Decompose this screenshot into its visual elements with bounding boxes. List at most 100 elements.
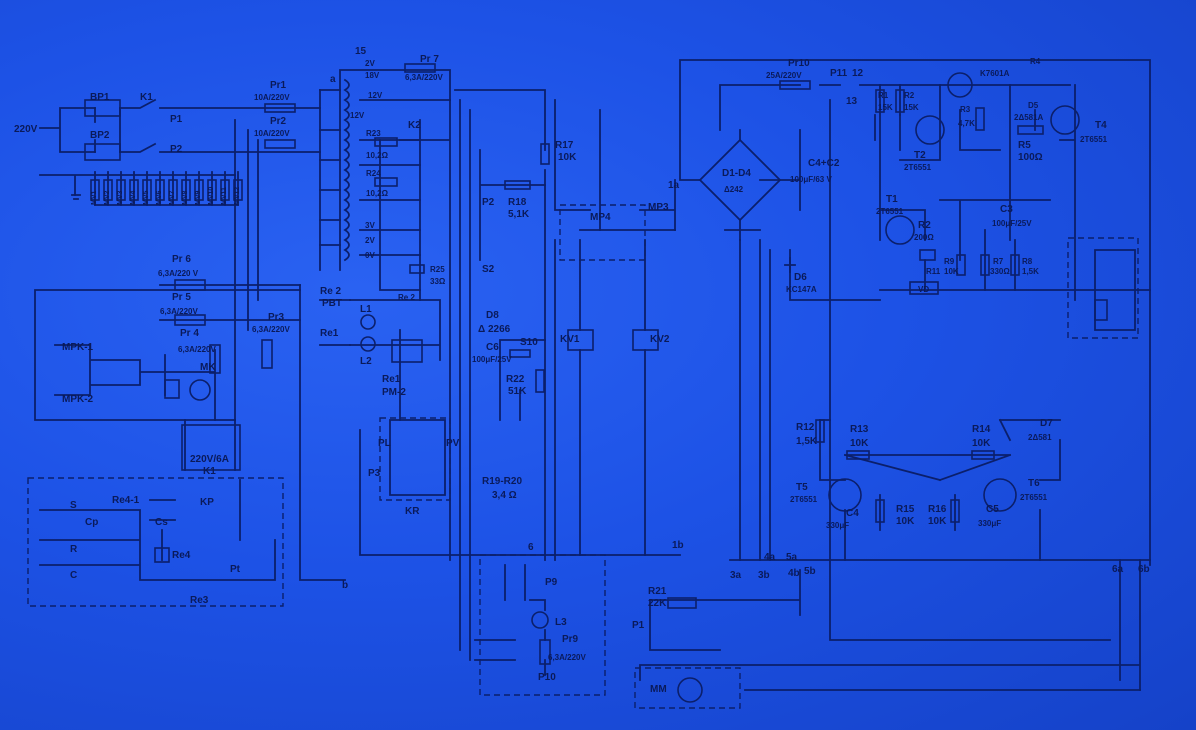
r13-resistor	[846, 450, 870, 460]
r14-value: 10K	[972, 438, 991, 449]
r3-value: 4,7K	[958, 119, 975, 128]
mv3-label: MV3	[117, 191, 124, 206]
k1-breaker-box	[181, 424, 241, 471]
pr9-fuse	[539, 639, 551, 665]
s10-label: S10	[520, 337, 538, 348]
relay-block	[1067, 237, 1139, 339]
re4-label: Re4	[172, 550, 191, 561]
pr7-label: Pr 7	[420, 54, 439, 65]
node-6: 6	[528, 542, 534, 553]
wires	[34, 59, 1151, 691]
relay-coil	[1094, 299, 1108, 321]
r14-label: R14	[972, 424, 991, 435]
d7-value: 2Δ581	[1028, 433, 1052, 442]
k2-label: K2	[408, 120, 421, 131]
mains-voltage-label: 220V	[14, 124, 38, 135]
pr5-label: Pr 5	[172, 292, 191, 303]
t2-label: T2	[914, 150, 926, 161]
node-5a: 5a	[786, 552, 798, 563]
c6-value: 100μF/25V	[472, 355, 512, 364]
re2b-label: Re 2	[398, 293, 415, 302]
vd-element	[909, 281, 939, 295]
tap-12v-a: 12V	[368, 91, 383, 100]
transformer-winding	[343, 78, 350, 262]
pr6-label: Pr 6	[172, 254, 191, 265]
t1-value: 2T6551	[876, 207, 904, 216]
c6-capacitor	[509, 349, 531, 358]
mk-relay-coil	[164, 379, 180, 399]
r21-label: R21	[648, 586, 667, 597]
p9-label: P9	[545, 577, 558, 588]
mv2-label: MV2	[104, 191, 111, 206]
tap-12v-b: 12V	[350, 111, 365, 120]
r25-resistor	[409, 264, 425, 274]
r12-resistor	[815, 419, 825, 443]
kp-block	[27, 477, 284, 607]
r8-resistor	[1010, 254, 1020, 276]
r22-resistor	[535, 369, 545, 393]
r12-value: 1,5K	[796, 436, 818, 447]
p1-label: P1	[170, 114, 183, 125]
r2b-value: 200Ω	[914, 233, 934, 242]
node-1b: 1b	[672, 540, 684, 551]
kr-block	[379, 417, 451, 501]
r18-resistor	[504, 180, 531, 190]
l1-lamp	[360, 314, 376, 330]
r11-potentiometer	[919, 249, 936, 261]
pr5-value: 6,3A/220V	[160, 307, 198, 316]
t6-label: T6	[1028, 478, 1040, 489]
r22-label: R22	[506, 374, 525, 385]
r17-value: 10K	[558, 152, 577, 163]
l2-lamp	[360, 336, 376, 352]
c3-label: C3	[1000, 204, 1013, 215]
p3-label: P3	[368, 468, 381, 479]
pr2-fuse	[264, 139, 296, 149]
vd-label: VD	[918, 285, 929, 294]
r22-value: 51K	[508, 386, 527, 397]
r4-value: K7601A	[980, 69, 1010, 78]
pr2-value: 10A/220V	[254, 129, 290, 138]
r18-label: R18	[508, 197, 527, 208]
re4-1-label: Re4-1	[112, 495, 140, 506]
pin-a-label: a	[330, 74, 336, 85]
r1-label: R1	[878, 91, 889, 100]
node-4a: 4a	[764, 552, 776, 563]
r4-transistor	[947, 72, 973, 98]
pr3-label: Pr3	[268, 312, 285, 323]
r21-value: 22K	[648, 598, 667, 609]
node-6a: 6a	[1112, 564, 1124, 575]
c4-value: 330μF	[826, 521, 849, 530]
tap-2v: 2V	[365, 59, 375, 68]
r14-resistor	[971, 450, 995, 460]
l3-lamp	[531, 611, 549, 629]
pr1-value: 10A/220V	[254, 93, 290, 102]
t5-transistor	[828, 478, 862, 512]
r23-value: 10,2Ω	[366, 151, 389, 160]
mv9-label: MV9	[195, 191, 202, 206]
r9-label: R9	[944, 257, 955, 266]
r24-resistor	[374, 177, 398, 187]
tap-18v: 18V	[365, 71, 380, 80]
cs-label: Cs	[155, 517, 168, 528]
r9-resistor	[956, 254, 966, 276]
pm2-label: PM-2	[382, 387, 406, 398]
mv-resistor-bank	[90, 179, 243, 201]
r13-value: 10K	[850, 438, 869, 449]
k1-box-value: 220V/6A	[190, 454, 229, 465]
r4-label: R4	[1030, 57, 1041, 66]
p9-p10-block	[479, 554, 606, 696]
r5-value: 100Ω	[1018, 152, 1043, 163]
d7-label: D7	[1040, 418, 1053, 429]
re4-coil	[154, 547, 170, 563]
t4-value: 2T6551	[1080, 135, 1108, 144]
r16-resistor	[950, 499, 960, 523]
r24-label: R24	[366, 169, 381, 178]
d6-zener	[784, 257, 796, 273]
pr4-value: 6,3A/220V	[178, 345, 216, 354]
node-13: 13	[846, 96, 858, 107]
t5-label: T5	[796, 482, 808, 493]
r3-resistor	[975, 107, 985, 131]
labels: 220V BP1 BP2 K1 P1 P2 MV1 MV2 MV3 MV4 MV…	[14, 46, 1150, 695]
